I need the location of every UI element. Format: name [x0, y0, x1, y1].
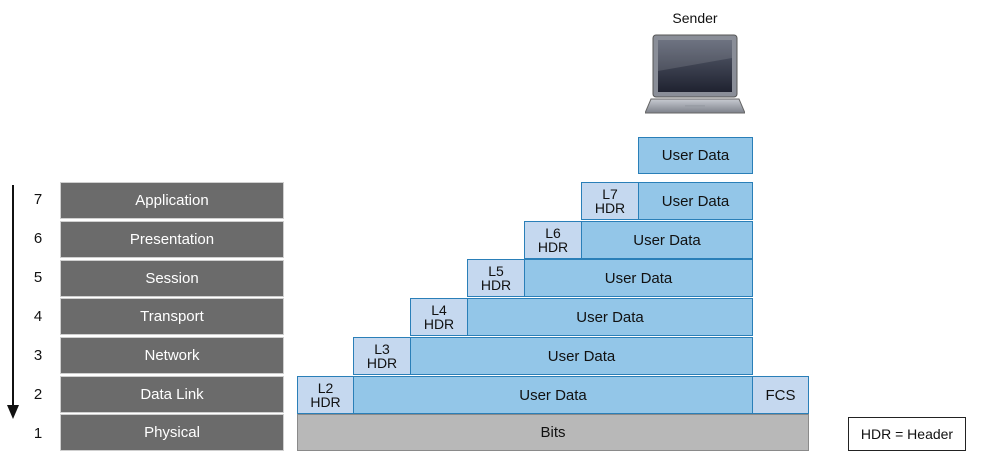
l5-hdr-text: HDR	[480, 277, 512, 293]
laptop-icon	[645, 34, 745, 114]
user-data-top: User Data	[638, 137, 753, 174]
layer-data-link: Data Link	[60, 376, 284, 413]
layer-physical: Physical	[60, 414, 284, 451]
l2-hdr-text: HDR	[310, 394, 341, 410]
l2-user-data: User Data	[353, 376, 753, 414]
l2-hdr-label: L2	[317, 380, 334, 396]
l6-user-data: User Data	[581, 221, 753, 259]
l7-header: L7 HDR	[581, 182, 639, 220]
layer-number-5: 5	[33, 269, 43, 286]
layer-number-4: 4	[33, 308, 43, 325]
l3-hdr-text: HDR	[366, 355, 398, 371]
l2-header: L2 HDR	[297, 376, 354, 414]
layer-number-1: 1	[33, 425, 43, 442]
layer-session: Session	[60, 260, 284, 297]
l7-user-data: User Data	[638, 182, 753, 220]
l7-hdr-label: L7	[602, 186, 618, 202]
l3-user-data: User Data	[410, 337, 753, 375]
layer-network: Network	[60, 337, 284, 374]
bits-row: Bits	[297, 414, 809, 451]
layer-number-2: 2	[33, 386, 43, 403]
sender-label: Sender	[672, 10, 718, 26]
l7-hdr-text: HDR	[594, 200, 626, 216]
layer-number-3: 3	[33, 347, 43, 364]
legend-box: HDR = Header	[848, 417, 966, 451]
l5-header: L5 HDR	[467, 259, 525, 297]
down-arrow-icon	[7, 185, 19, 419]
l4-hdr-label: L4	[431, 302, 447, 318]
layer-transport: Transport	[60, 298, 284, 335]
layer-presentation: Presentation	[60, 221, 284, 258]
l4-user-data: User Data	[467, 298, 753, 336]
l6-header: L6 HDR	[524, 221, 582, 259]
l5-user-data: User Data	[524, 259, 753, 297]
l4-header: L4 HDR	[410, 298, 468, 336]
l4-hdr-text: HDR	[423, 316, 455, 332]
fcs-trailer: FCS	[752, 376, 809, 414]
layer-number-6: 6	[33, 230, 43, 247]
l6-hdr-text: HDR	[537, 239, 569, 255]
layer-application: Application	[60, 182, 284, 219]
l5-hdr-label: L5	[488, 263, 504, 279]
l3-hdr-label: L3	[374, 341, 390, 357]
layer-number-7: 7	[33, 191, 43, 208]
l6-hdr-label: L6	[545, 225, 561, 241]
l3-header: L3 HDR	[353, 337, 411, 375]
